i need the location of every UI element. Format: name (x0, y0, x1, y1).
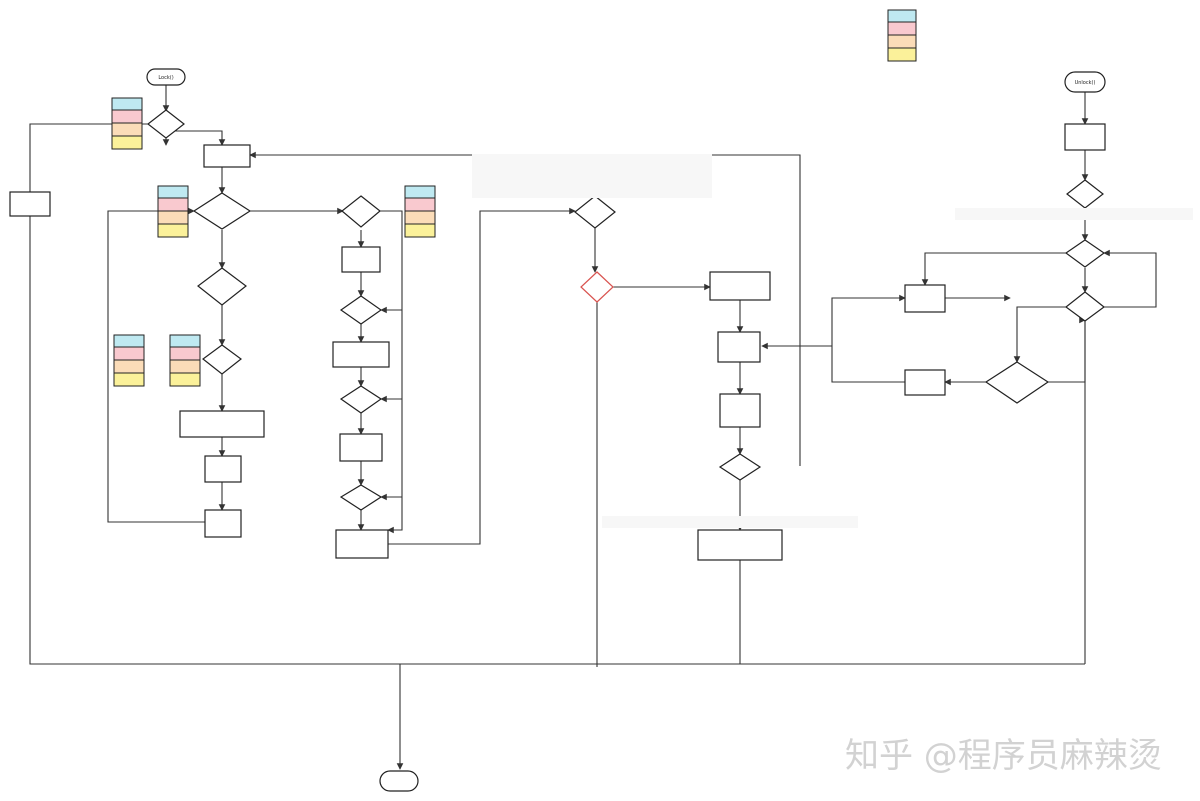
state-key-mid (404, 185, 436, 238)
starving-mode-node (339, 433, 383, 462)
clear-woken-node (335, 529, 389, 559)
decision-state-zero (147, 109, 185, 139)
lock-start-node: Lock() (146, 68, 186, 86)
decision-check-waiters (197, 267, 247, 306)
state-key-lock (111, 97, 143, 150)
decision-cas-new-state (574, 195, 616, 229)
svg-text:Unlock(): Unlock() (1075, 80, 1096, 86)
unlock-comment (955, 208, 1193, 220)
decision-starving-check (718, 453, 762, 481)
decision-cas-queue (984, 361, 1050, 404)
wake-queue-node-2 (904, 369, 946, 396)
state-key-bottom-right (169, 334, 201, 387)
decision-state-starving (339, 295, 383, 325)
loop-try-lock-node (203, 144, 251, 168)
direct-unlock-node (1064, 123, 1106, 151)
wake-queue-node-1 (904, 284, 946, 313)
join-queue-node (709, 271, 771, 301)
end-node (379, 770, 419, 792)
spin-node (204, 455, 242, 483)
decision-set-starving (339, 385, 383, 414)
unlock-start-node: Unlock() (1064, 71, 1106, 93)
try-to-be-woken-node (179, 410, 265, 438)
decision-unlock-normal (1064, 239, 1106, 268)
decision-state-normal (341, 195, 381, 228)
connectors (29, 84, 1157, 770)
decision-waiting-check (1065, 291, 1105, 322)
code-comment-block (472, 154, 712, 198)
decision-old-state (580, 271, 614, 303)
svg-text:Lock(): Lock() (158, 75, 173, 81)
goroutine-first-node (719, 393, 761, 428)
add-lock-node (341, 246, 381, 273)
state-key-top (887, 9, 917, 62)
decision-state-not-zero (1066, 179, 1104, 209)
state-key-bottom-left (113, 334, 145, 387)
decision-check-normal (192, 192, 252, 230)
waiters-plus-node (332, 341, 390, 368)
spin-again-node (204, 509, 242, 538)
cas-lock-node (9, 191, 51, 217)
starving-comment (602, 516, 858, 528)
decision-woken-check (339, 484, 383, 511)
state-key-left (157, 185, 189, 238)
get-lock-node (697, 529, 783, 561)
watermark: 知乎 @程序员麻辣烫 (845, 736, 1162, 776)
wake-goroutine-node (717, 331, 761, 363)
decision-check-wake (202, 344, 242, 375)
